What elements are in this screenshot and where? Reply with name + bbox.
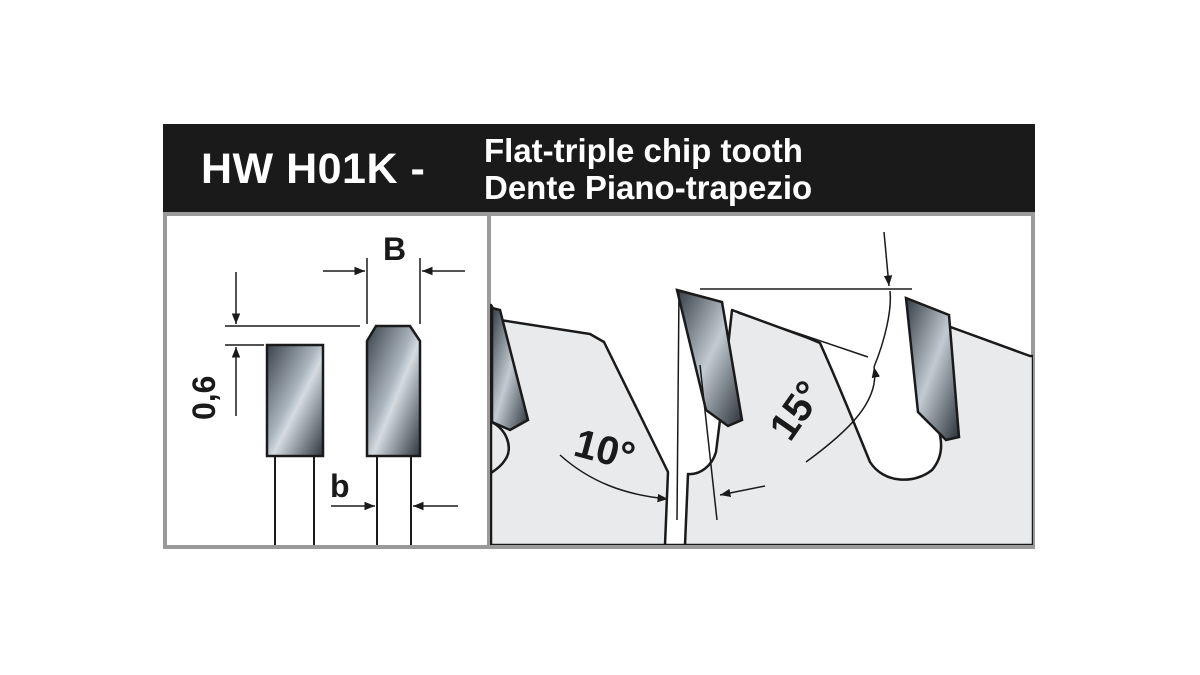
tooth-name-english: Flat-triple chip tooth <box>484 132 803 169</box>
label-chamfer: 0,6 <box>186 376 222 420</box>
title-bar: HW H01K - Flat-triple chip tooth Dente P… <box>163 124 1035 214</box>
tooth-name-italian: Dente Piano-trapezio <box>484 169 813 206</box>
left-panel-tooth-front-view: B b 0,6 <box>186 231 465 545</box>
right-panel-blade-side-view: 10° 15° <box>490 231 1033 545</box>
label-width-shank: b <box>330 468 350 504</box>
diagram-frame: HW H01K - Flat-triple chip tooth Dente P… <box>163 124 1035 549</box>
label-width-top: B <box>383 231 406 267</box>
tooth-code: HW H01K - <box>201 145 426 193</box>
saw-tooth-left <box>490 306 530 432</box>
trapezoid-tooth-tip <box>365 324 422 458</box>
flat-tooth-tip <box>265 343 325 458</box>
blade-body <box>490 303 1033 545</box>
tooth-names: Flat-triple chip tooth Dente Piano-trape… <box>484 132 812 206</box>
saw-tooth-right <box>904 296 961 442</box>
saw-tooth-middle <box>675 288 744 428</box>
